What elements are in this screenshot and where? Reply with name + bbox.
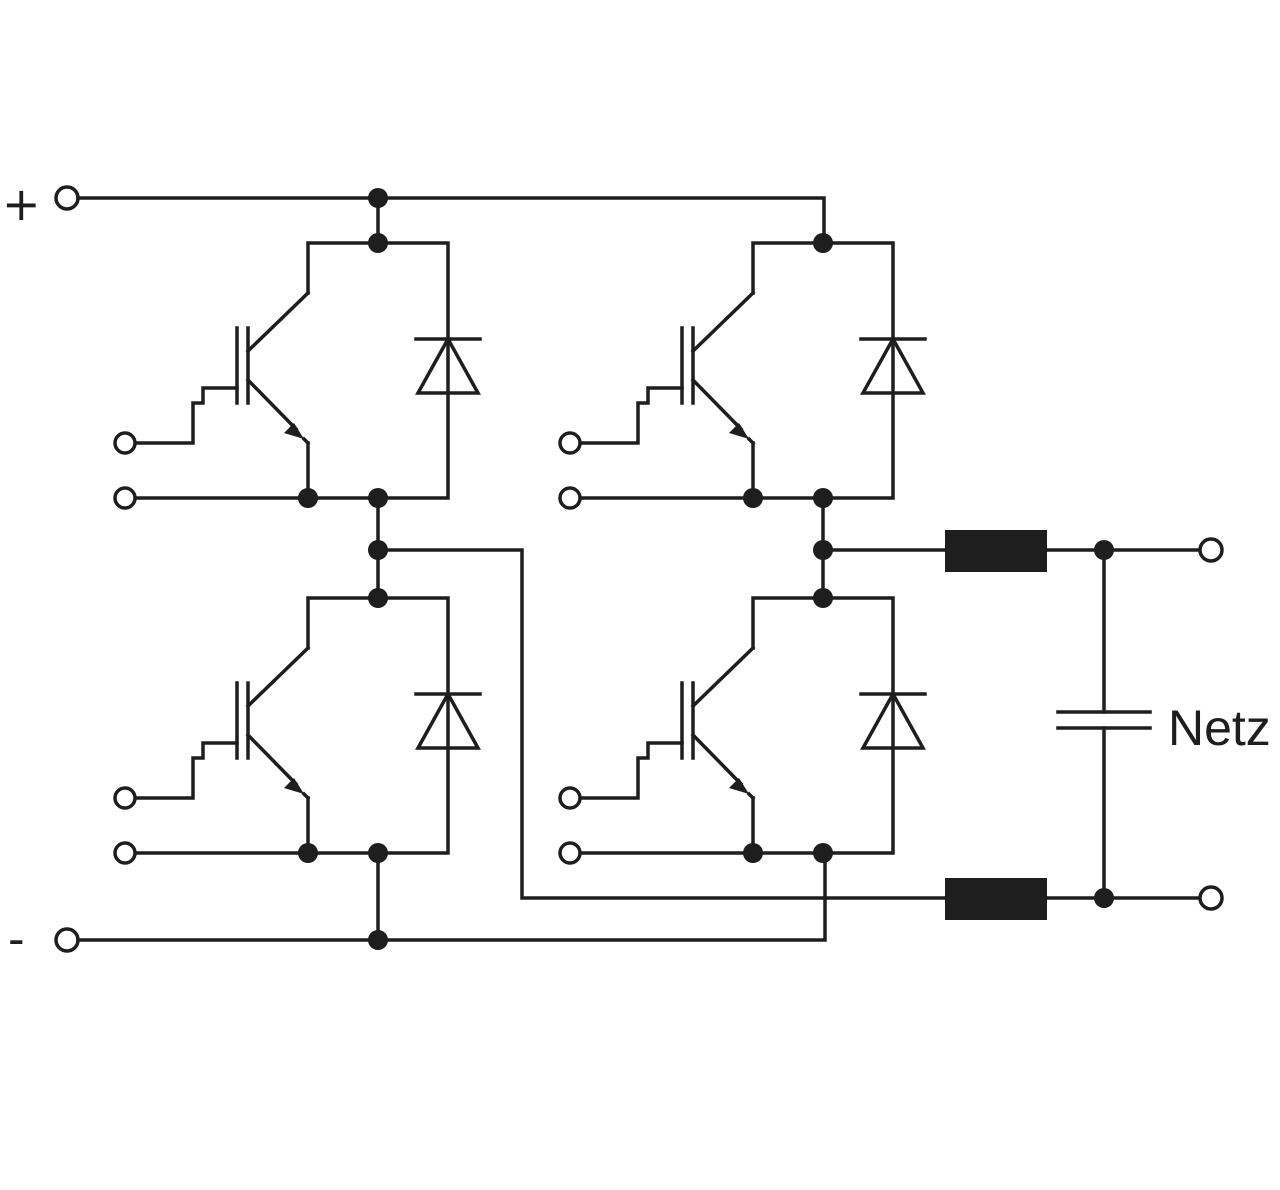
grid-label: Netz xyxy=(1168,700,1271,756)
minus-label: - xyxy=(8,912,25,966)
inductor-icon xyxy=(945,878,1047,920)
terminal-icon xyxy=(54,927,80,953)
plus-label: + xyxy=(2,177,41,231)
dc-minus-rail xyxy=(76,851,827,942)
left-leg-output-wire xyxy=(376,548,947,900)
igbt-cell-bottom-left xyxy=(113,586,482,865)
dc-plus-terminal: + xyxy=(2,177,80,231)
dc-plus-rail xyxy=(76,196,826,245)
junction-dot-icon xyxy=(368,188,388,208)
terminal-icon xyxy=(54,185,80,211)
terminal-icon xyxy=(1198,537,1224,563)
terminal-icon xyxy=(1198,885,1224,911)
inductor-icon xyxy=(945,530,1047,572)
dc-minus-terminal: - xyxy=(8,912,80,966)
igbt-cell-bottom-right xyxy=(558,586,927,865)
capacitor-icon xyxy=(1056,548,1152,900)
igbt-cell-top-left xyxy=(113,231,482,510)
igbt-cell-top-right xyxy=(558,231,927,510)
